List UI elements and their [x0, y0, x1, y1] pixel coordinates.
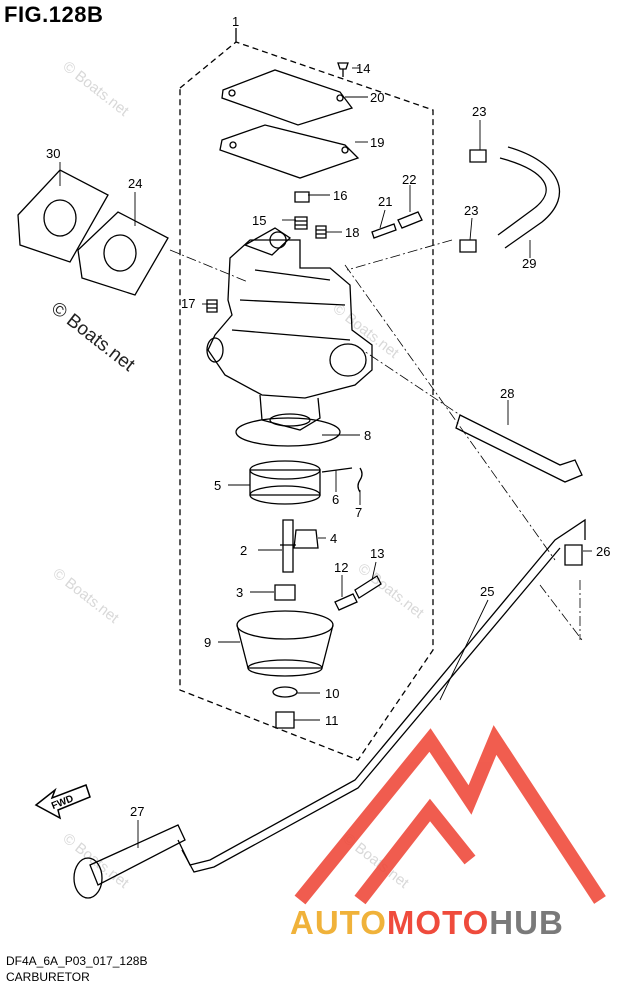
callout-23: 23 — [472, 104, 486, 119]
callout-20: 20 — [370, 90, 384, 105]
part-18-spring — [315, 225, 327, 239]
callout-13: 13 — [370, 546, 384, 561]
callout-16: 16 — [333, 188, 347, 203]
brand-logo-icon — [294, 725, 606, 905]
callout-17: 17 — [181, 296, 195, 311]
part-24-gasket — [77, 211, 169, 296]
callout-6: 6 — [332, 492, 339, 507]
part-9-float-bowl — [236, 610, 334, 677]
part-5-float — [249, 469, 321, 496]
callout-11: 11 — [325, 713, 339, 728]
part-19-gasket — [219, 124, 360, 179]
callout-9: 9 — [204, 635, 211, 650]
callout-5: 5 — [214, 478, 221, 493]
part-25-rod — [177, 518, 586, 866]
part-20-gasket — [221, 69, 354, 126]
callout-8: 8 — [364, 428, 371, 443]
part-23-clamp — [469, 149, 487, 163]
brand-part-auto: AUTO — [290, 904, 387, 941]
part-30-insulator — [17, 169, 109, 263]
fwd-label: FWD — [50, 793, 75, 812]
callout-14: 14 — [356, 61, 370, 76]
callout-18: 18 — [345, 225, 359, 240]
part-8-oring — [235, 417, 341, 447]
carburetor-body — [206, 227, 373, 431]
part-7-clip — [357, 467, 363, 493]
part-16-plug — [294, 191, 310, 203]
part-10-washer — [272, 686, 298, 698]
part-21-spring — [371, 223, 397, 239]
part-2-nozzle — [280, 519, 296, 573]
part-22-screw — [397, 211, 423, 229]
part-27-choke-knob — [73, 824, 186, 899]
fwd-arrow-icon — [34, 784, 91, 820]
brand-part-hub: HUB — [489, 904, 564, 941]
part-3-jet — [274, 584, 296, 601]
part-28-bolt — [455, 414, 583, 483]
part-4-needle — [293, 529, 319, 549]
part-12-spring — [334, 593, 358, 611]
callout-12: 12 — [334, 560, 348, 575]
part-15-spring — [294, 216, 308, 230]
callout-21: 21 — [378, 194, 392, 209]
figure-name: CARBURETOR — [6, 970, 90, 984]
part-13-screw — [354, 575, 382, 599]
callout-labels: 1 2 3 4 5 6 7 8 9 10 11 12 13 14 15 16 1… — [46, 14, 610, 819]
callout-1: 1 — [232, 14, 239, 29]
brand-part-moto: MOTO — [386, 904, 490, 941]
callout-29: 29 — [522, 256, 536, 271]
callout-7: 7 — [355, 505, 362, 520]
assembly-boundary — [179, 41, 434, 761]
part-23-clamp — [459, 239, 477, 253]
callout-30: 30 — [46, 146, 60, 161]
callout-4: 4 — [330, 531, 337, 546]
callout-22: 22 — [402, 172, 416, 187]
callout-19: 19 — [370, 135, 384, 150]
callout-10: 10 — [325, 686, 339, 701]
callout-25: 25 — [480, 584, 494, 599]
callout-28: 28 — [500, 386, 514, 401]
part-29-fuel-hose — [497, 157, 547, 236]
part-6-pin — [321, 467, 353, 473]
callout-15: 15 — [252, 213, 266, 228]
figure-title: FIG.128B — [4, 2, 104, 27]
callout-26: 26 — [596, 544, 610, 559]
figure-code: DF4A_6A_P03_017_128B — [6, 954, 148, 968]
part-26-clip — [564, 544, 583, 566]
brand-wordmark: AUTOMOTOHUB — [290, 904, 564, 942]
callout-24: 24 — [128, 176, 142, 191]
callout-3: 3 — [236, 585, 243, 600]
callout-2: 2 — [240, 543, 247, 558]
callout-23b: 23 — [464, 203, 478, 218]
callout-27: 27 — [130, 804, 144, 819]
part-17-spring — [206, 299, 218, 313]
part-11-drain-bolt — [275, 711, 295, 729]
part-14-screw — [337, 62, 349, 77]
